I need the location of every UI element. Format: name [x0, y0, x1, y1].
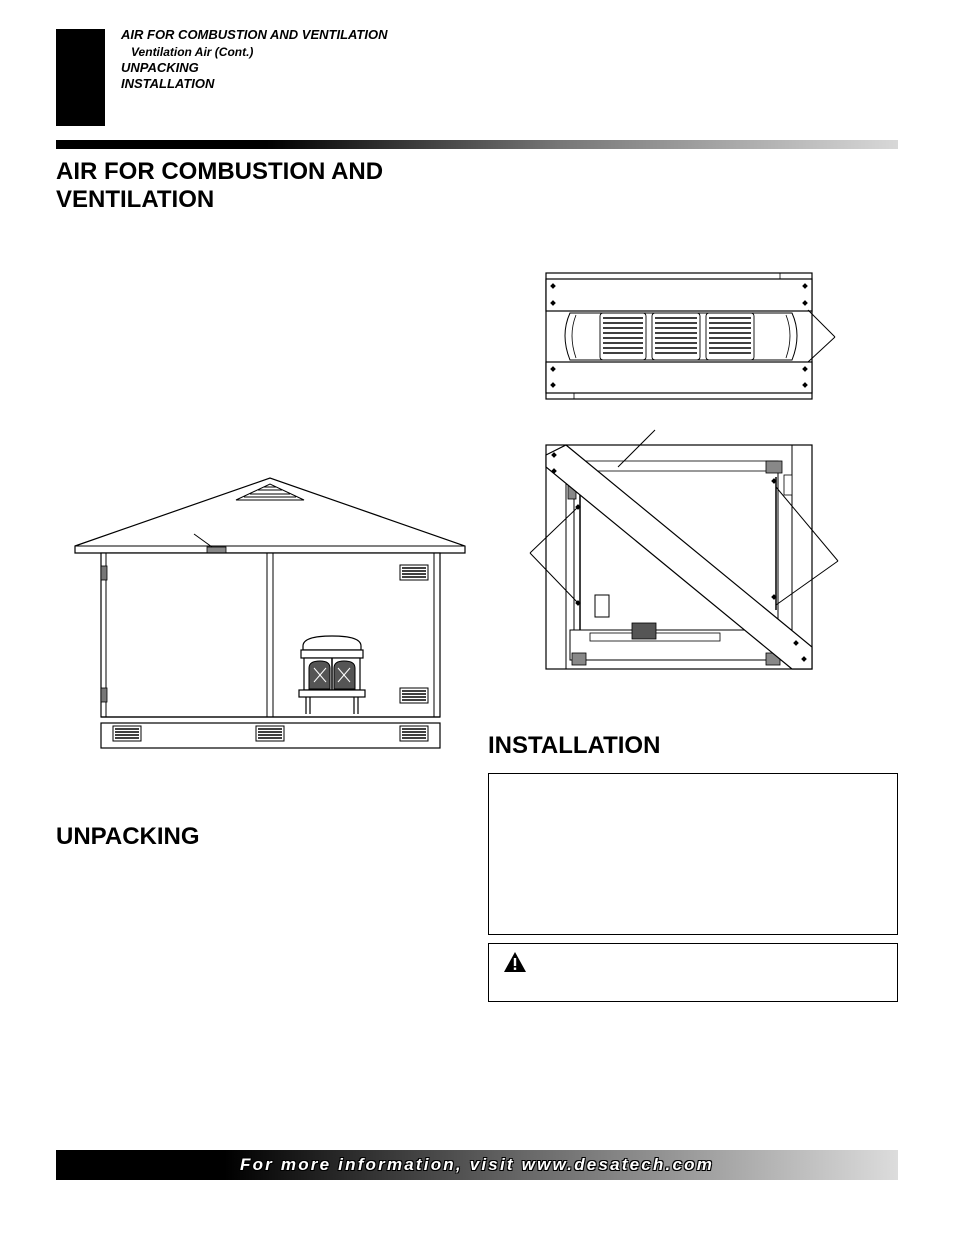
warning-triangle-icon [504, 952, 526, 972]
toc-item-installation[interactable]: INSTALLATION [121, 76, 215, 91]
toc-item-ventilation-air[interactable]: Ventilation Air (Cont.) [131, 45, 254, 59]
header-rule [56, 140, 898, 149]
toc-item-unpacking[interactable]: UNPACKING [121, 60, 199, 75]
packaging-front-view-illustration [529, 429, 839, 670]
installation-heading: INSTALLATION [488, 732, 661, 759]
installation-notice-box [488, 773, 898, 935]
footer-bar [56, 1150, 898, 1180]
packaging-top-view-illustration [545, 272, 836, 400]
warning-box [488, 943, 898, 1002]
unpacking-heading: UNPACKING [56, 823, 200, 850]
air-heading-line1: AIR FOR COMBUSTION AND [56, 158, 384, 185]
house-ventilation-illustration [74, 477, 466, 749]
air-heading-line2: VENTILATION [56, 186, 215, 213]
toc-item-air[interactable]: AIR FOR COMBUSTION AND VENTILATION [121, 27, 388, 42]
section-tab-block [56, 29, 105, 126]
footer-website-link[interactable]: For more information, visit www.desatech… [239, 1155, 715, 1174]
